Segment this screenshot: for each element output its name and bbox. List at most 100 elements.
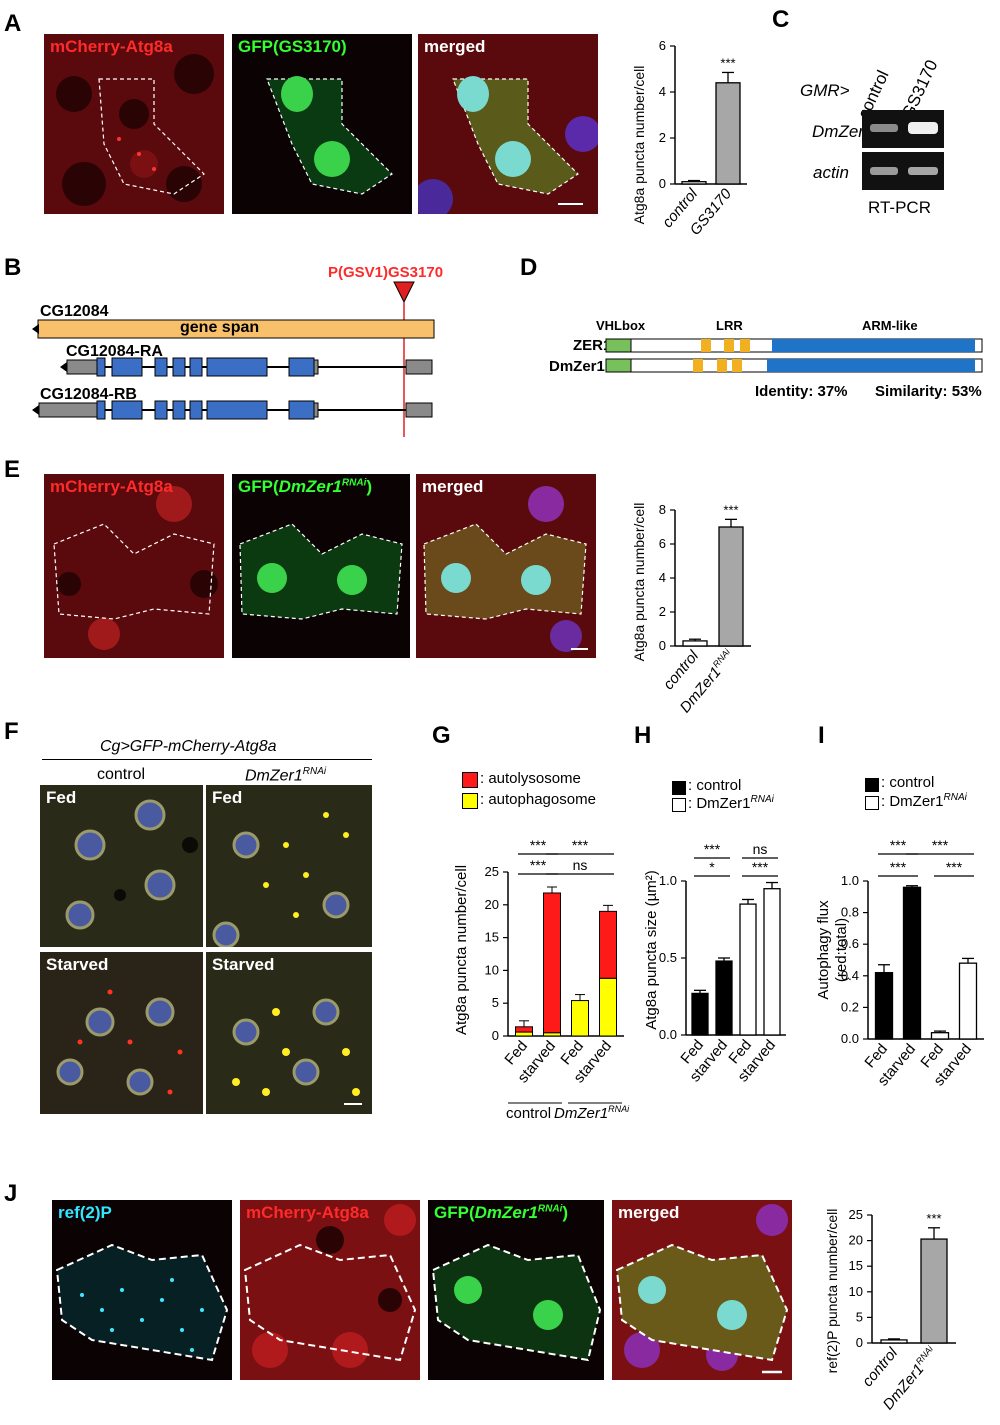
significance-label: *** xyxy=(890,840,907,853)
bar-autolysosome xyxy=(515,1026,533,1033)
y-tick-label: 0.6 xyxy=(841,936,859,951)
legend-control: : control xyxy=(688,777,742,794)
significance-label: *** xyxy=(704,841,721,857)
y-tick-label: 6 xyxy=(659,38,666,53)
f-texture xyxy=(232,998,362,1105)
bar-autophagosome xyxy=(515,1031,533,1037)
bar xyxy=(902,886,922,1040)
legend-swatch-rnai xyxy=(865,796,879,810)
chart-i: Autophagy flux (red:total) 0.00.20.40.60… xyxy=(815,840,984,1089)
y-tick-label: 1.0 xyxy=(659,873,677,888)
micrograph-a-gfp: GFP(GS3170) xyxy=(232,34,412,214)
significance-label: *** xyxy=(946,859,963,875)
chart-j-ylabel: ref(2)P puncta number/cell xyxy=(824,1209,840,1374)
micrograph-f-control-starved: Starved xyxy=(40,952,203,1114)
panel-label-a: A xyxy=(4,10,22,37)
panel-label-b: B xyxy=(4,254,22,281)
chart-a-ylabel: Atg8a puncta number/cell xyxy=(631,66,647,225)
domain-lrr: LRR xyxy=(716,318,743,333)
y-tick-label: 20 xyxy=(485,897,499,912)
y-tick-label: 0 xyxy=(659,638,666,653)
chart-a: Atg8a puncta number/cell 0246control***G… xyxy=(631,38,747,239)
row-label-fed: Fed xyxy=(46,788,77,807)
chart-j: ref(2)P puncta number/cell 0510152025con… xyxy=(824,1207,956,1413)
y-tick-label: 0 xyxy=(659,176,666,191)
legend-swatch-autolysosome xyxy=(462,772,478,788)
legend-control: : control xyxy=(881,774,935,791)
micrograph-j-merged: merged xyxy=(612,1200,792,1380)
significance-label: *** xyxy=(530,857,547,873)
chart-g-ylabel: Atg8a puncta number/cell xyxy=(453,865,470,1035)
micrograph-e-gfp: GFP(DmZer1RNAi) xyxy=(232,474,410,658)
significance-label: * xyxy=(709,859,715,875)
transcript-ra xyxy=(60,357,433,377)
y-tick-label: 5 xyxy=(856,1309,863,1324)
significance-label: ns xyxy=(753,841,768,857)
row-label-starved: Starved xyxy=(212,955,275,974)
similarity-text: Similarity: 53% xyxy=(875,383,982,400)
image-title-mcherry: mCherry-Atg8a xyxy=(246,1203,369,1222)
image-title-merged: merged xyxy=(424,37,486,56)
image-title-gfp: GFP(GS3170) xyxy=(238,37,347,56)
chart-i-ylabel-2: (red:total) xyxy=(833,918,850,982)
merged-texture xyxy=(418,76,598,214)
micrograph-a-merged: merged xyxy=(418,34,598,214)
bar-autolysosome xyxy=(599,910,617,979)
e-gfp-texture xyxy=(239,523,403,620)
group-label-control: control xyxy=(506,1105,551,1122)
y-tick-label: 20 xyxy=(849,1233,863,1248)
gel-gene-dmzer1: DmZer1 xyxy=(812,122,874,141)
bar xyxy=(715,960,733,1036)
micrograph-j-ref2p: ref(2)P xyxy=(52,1200,232,1380)
bar xyxy=(718,526,744,647)
j-merged-texture xyxy=(615,1204,789,1374)
e-mcherry-texture xyxy=(53,486,218,650)
bar xyxy=(739,903,757,1036)
identity-text: Identity: 37% xyxy=(755,383,848,400)
panel-label-g: G xyxy=(432,722,451,749)
micrograph-f-rnai-fed: Fed xyxy=(206,785,372,947)
f-texture xyxy=(65,799,198,930)
legend-swatch-rnai xyxy=(672,798,686,812)
gel-band-dmzer1 xyxy=(862,110,944,148)
bar xyxy=(880,1339,908,1344)
gel-band-actin-gs3170 xyxy=(908,167,938,175)
domain-vhlbox: VHLbox xyxy=(596,318,646,333)
bar xyxy=(715,82,741,185)
y-tick-label: 15 xyxy=(849,1258,863,1273)
genotype-underline xyxy=(42,759,372,760)
insertion-triangle xyxy=(393,281,415,304)
column-control: control xyxy=(97,766,146,783)
e-merged-texture xyxy=(423,486,588,652)
y-tick-label: 2 xyxy=(659,604,666,619)
y-tick-label: 0 xyxy=(856,1335,863,1350)
gene-span-label: gene span xyxy=(180,319,260,336)
insertion-label: P(GSV1)GS3170 xyxy=(328,264,444,281)
y-tick-label: 0 xyxy=(492,1028,499,1043)
chart-i-ylabel-1: Autophagy flux xyxy=(815,900,832,1000)
domain-arm: ARM-like xyxy=(862,318,918,333)
significance-label: *** xyxy=(926,1211,941,1226)
image-title-ref2p: ref(2)P xyxy=(58,1203,112,1222)
image-title-merged: merged xyxy=(618,1203,680,1222)
legend-autolysosome: : autolysosome xyxy=(480,770,581,787)
y-tick-label: 5 xyxy=(492,995,499,1010)
y-tick-label: 0.0 xyxy=(659,1027,677,1042)
y-tick-label: 10 xyxy=(849,1284,863,1299)
image-title-gfp: GFP(DmZer1RNAi) xyxy=(434,1203,569,1222)
gel-band-gs3170 xyxy=(908,122,938,134)
y-tick-label: 0.4 xyxy=(841,968,859,983)
micrograph-e-mcherry: mCherry-Atg8a xyxy=(44,474,224,658)
significance-label: *** xyxy=(890,859,907,875)
legend-swatch-autophagosome xyxy=(462,793,478,809)
panel-label-f: F xyxy=(4,718,19,745)
image-title-merged: merged xyxy=(422,477,484,496)
y-tick-label: 1.0 xyxy=(841,873,859,888)
micrograph-f-rnai-starved: Starved xyxy=(206,952,372,1114)
panel-label-i: I xyxy=(818,722,825,749)
gel-band-control xyxy=(870,124,898,132)
column-dmzer1: DmZer1RNAi xyxy=(245,766,327,785)
bar-autophagosome xyxy=(599,977,617,1037)
